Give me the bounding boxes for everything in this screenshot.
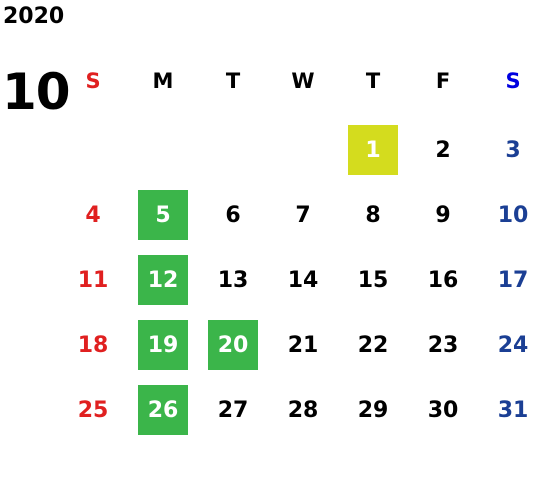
day-cell-24[interactable]: 24 xyxy=(497,332,529,358)
day-cell-21[interactable]: 21 xyxy=(287,332,319,358)
weekday-header-sat: S xyxy=(505,69,521,93)
day-cell-1[interactable]: 1 xyxy=(348,125,398,175)
day-cell-31[interactable]: 31 xyxy=(497,397,529,423)
empty-day-cell xyxy=(278,125,328,175)
day-cell-26[interactable]: 26 xyxy=(138,385,188,435)
day-cell-30[interactable]: 30 xyxy=(427,397,459,423)
day-cell-5[interactable]: 5 xyxy=(138,190,188,240)
weekday-header-row: S M T W T F S xyxy=(68,56,548,106)
day-cell-10[interactable]: 10 xyxy=(497,202,529,228)
day-cell-12[interactable]: 12 xyxy=(138,255,188,305)
weekday-header-wed: W xyxy=(291,69,315,93)
weekday-header-fri: F xyxy=(435,69,451,93)
week-row: 4 5 6 7 8 9 10 xyxy=(68,190,548,240)
week-row: 1 2 3 xyxy=(68,125,548,175)
month-number: 10 xyxy=(2,63,71,121)
day-cell-19[interactable]: 19 xyxy=(138,320,188,370)
day-cell-8[interactable]: 8 xyxy=(365,202,381,228)
day-cell-27[interactable]: 27 xyxy=(217,397,249,423)
week-row: 25 26 27 28 29 30 31 xyxy=(68,385,548,435)
day-cell-14[interactable]: 14 xyxy=(287,267,319,293)
weekday-header-thu: T xyxy=(365,69,381,93)
day-cell-11[interactable]: 11 xyxy=(77,267,109,293)
day-cell-20[interactable]: 20 xyxy=(208,320,258,370)
day-cell-25[interactable]: 25 xyxy=(77,397,109,423)
empty-day-cell xyxy=(208,125,258,175)
day-cell-3[interactable]: 3 xyxy=(505,137,521,163)
day-cell-17[interactable]: 17 xyxy=(497,267,529,293)
day-cell-13[interactable]: 13 xyxy=(217,267,249,293)
day-cell-6[interactable]: 6 xyxy=(225,202,241,228)
year-label: 2020 xyxy=(3,4,65,29)
weekday-header-tue: T xyxy=(225,69,241,93)
day-cell-7[interactable]: 7 xyxy=(295,202,311,228)
day-cell-29[interactable]: 29 xyxy=(357,397,389,423)
day-cell-16[interactable]: 16 xyxy=(427,267,459,293)
week-row: 11 12 13 14 15 16 17 xyxy=(68,255,548,305)
day-cell-15[interactable]: 15 xyxy=(357,267,389,293)
day-cell-9[interactable]: 9 xyxy=(435,202,451,228)
day-cell-4[interactable]: 4 xyxy=(85,202,101,228)
day-cell-18[interactable]: 18 xyxy=(77,332,109,358)
empty-day-cell xyxy=(68,125,118,175)
day-cell-2[interactable]: 2 xyxy=(435,137,451,163)
day-cell-23[interactable]: 23 xyxy=(427,332,459,358)
day-cell-22[interactable]: 22 xyxy=(357,332,389,358)
week-row: 18 19 20 21 22 23 24 xyxy=(68,320,548,370)
empty-day-cell xyxy=(138,125,188,175)
day-cell-28[interactable]: 28 xyxy=(287,397,319,423)
weekday-header-mon: M xyxy=(152,69,174,93)
weekday-header-sun: S xyxy=(85,69,101,93)
